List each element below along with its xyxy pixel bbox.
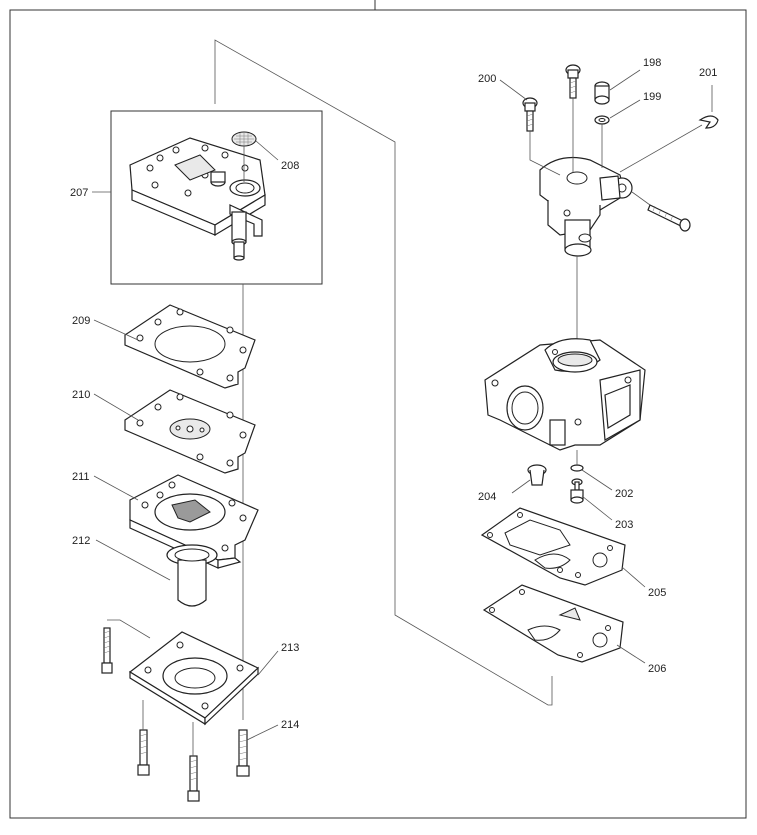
- screw-bottom-middle: [187, 755, 200, 802]
- screw-top-left-leader: [107, 619, 151, 639]
- screw-top-center: [565, 64, 581, 99]
- check-valve-part-204: [527, 464, 547, 486]
- throttle-body-top-part: [539, 157, 633, 257]
- callout-199: 199: [643, 91, 661, 103]
- callout-205: 205: [648, 587, 666, 599]
- carburetor-cover-part-207: [129, 137, 266, 261]
- cap-part-198: [594, 81, 610, 105]
- callout-214: 214: [281, 719, 299, 731]
- callout-211: 211: [72, 471, 90, 483]
- callout-208: 208: [281, 160, 299, 172]
- clip-part-201: [698, 115, 719, 129]
- clip-axis: [619, 124, 703, 173]
- screw-top-left: [101, 627, 113, 674]
- screw-part-200: [522, 97, 538, 132]
- callout-207: 207: [70, 187, 88, 199]
- group-bracket-line: [214, 39, 553, 706]
- carburetor-body-part: [484, 338, 646, 451]
- diaphragm-part-210: [124, 389, 256, 474]
- callout-213: 213: [281, 642, 299, 654]
- inset-box-207: [110, 110, 323, 285]
- adjust-screw-axis: [631, 191, 651, 206]
- callout-212: 212: [72, 535, 90, 547]
- washer-part-199: [594, 115, 610, 125]
- needle-part-203: [570, 478, 584, 504]
- callout-198: 198: [643, 57, 661, 69]
- adjust-screw-horizontal: [647, 204, 691, 232]
- gasket-part-209: [124, 304, 256, 389]
- callout-200: 200: [478, 73, 496, 85]
- filter-screen-part-208: [231, 131, 257, 147]
- diagram-frame: [9, 9, 747, 819]
- cover-plate-part-213: [128, 631, 260, 726]
- callout-201: 201: [699, 67, 717, 79]
- screw-bottom-right-part-214: [236, 729, 250, 777]
- callout-203: 203: [615, 519, 633, 531]
- callout-209: 209: [72, 315, 90, 327]
- screw-200-axis: [529, 131, 561, 176]
- gasket-part-205: [480, 507, 626, 586]
- callout-202: 202: [615, 488, 633, 500]
- leader-lines: [92, 69, 713, 741]
- primer-bulb-part-212: [166, 544, 218, 607]
- diaphragm-part-206: [482, 584, 624, 663]
- callout-204: 204: [478, 491, 496, 503]
- screw-bottom-left: [137, 729, 150, 776]
- callout-210: 210: [72, 389, 90, 401]
- callout-206: 206: [648, 663, 666, 675]
